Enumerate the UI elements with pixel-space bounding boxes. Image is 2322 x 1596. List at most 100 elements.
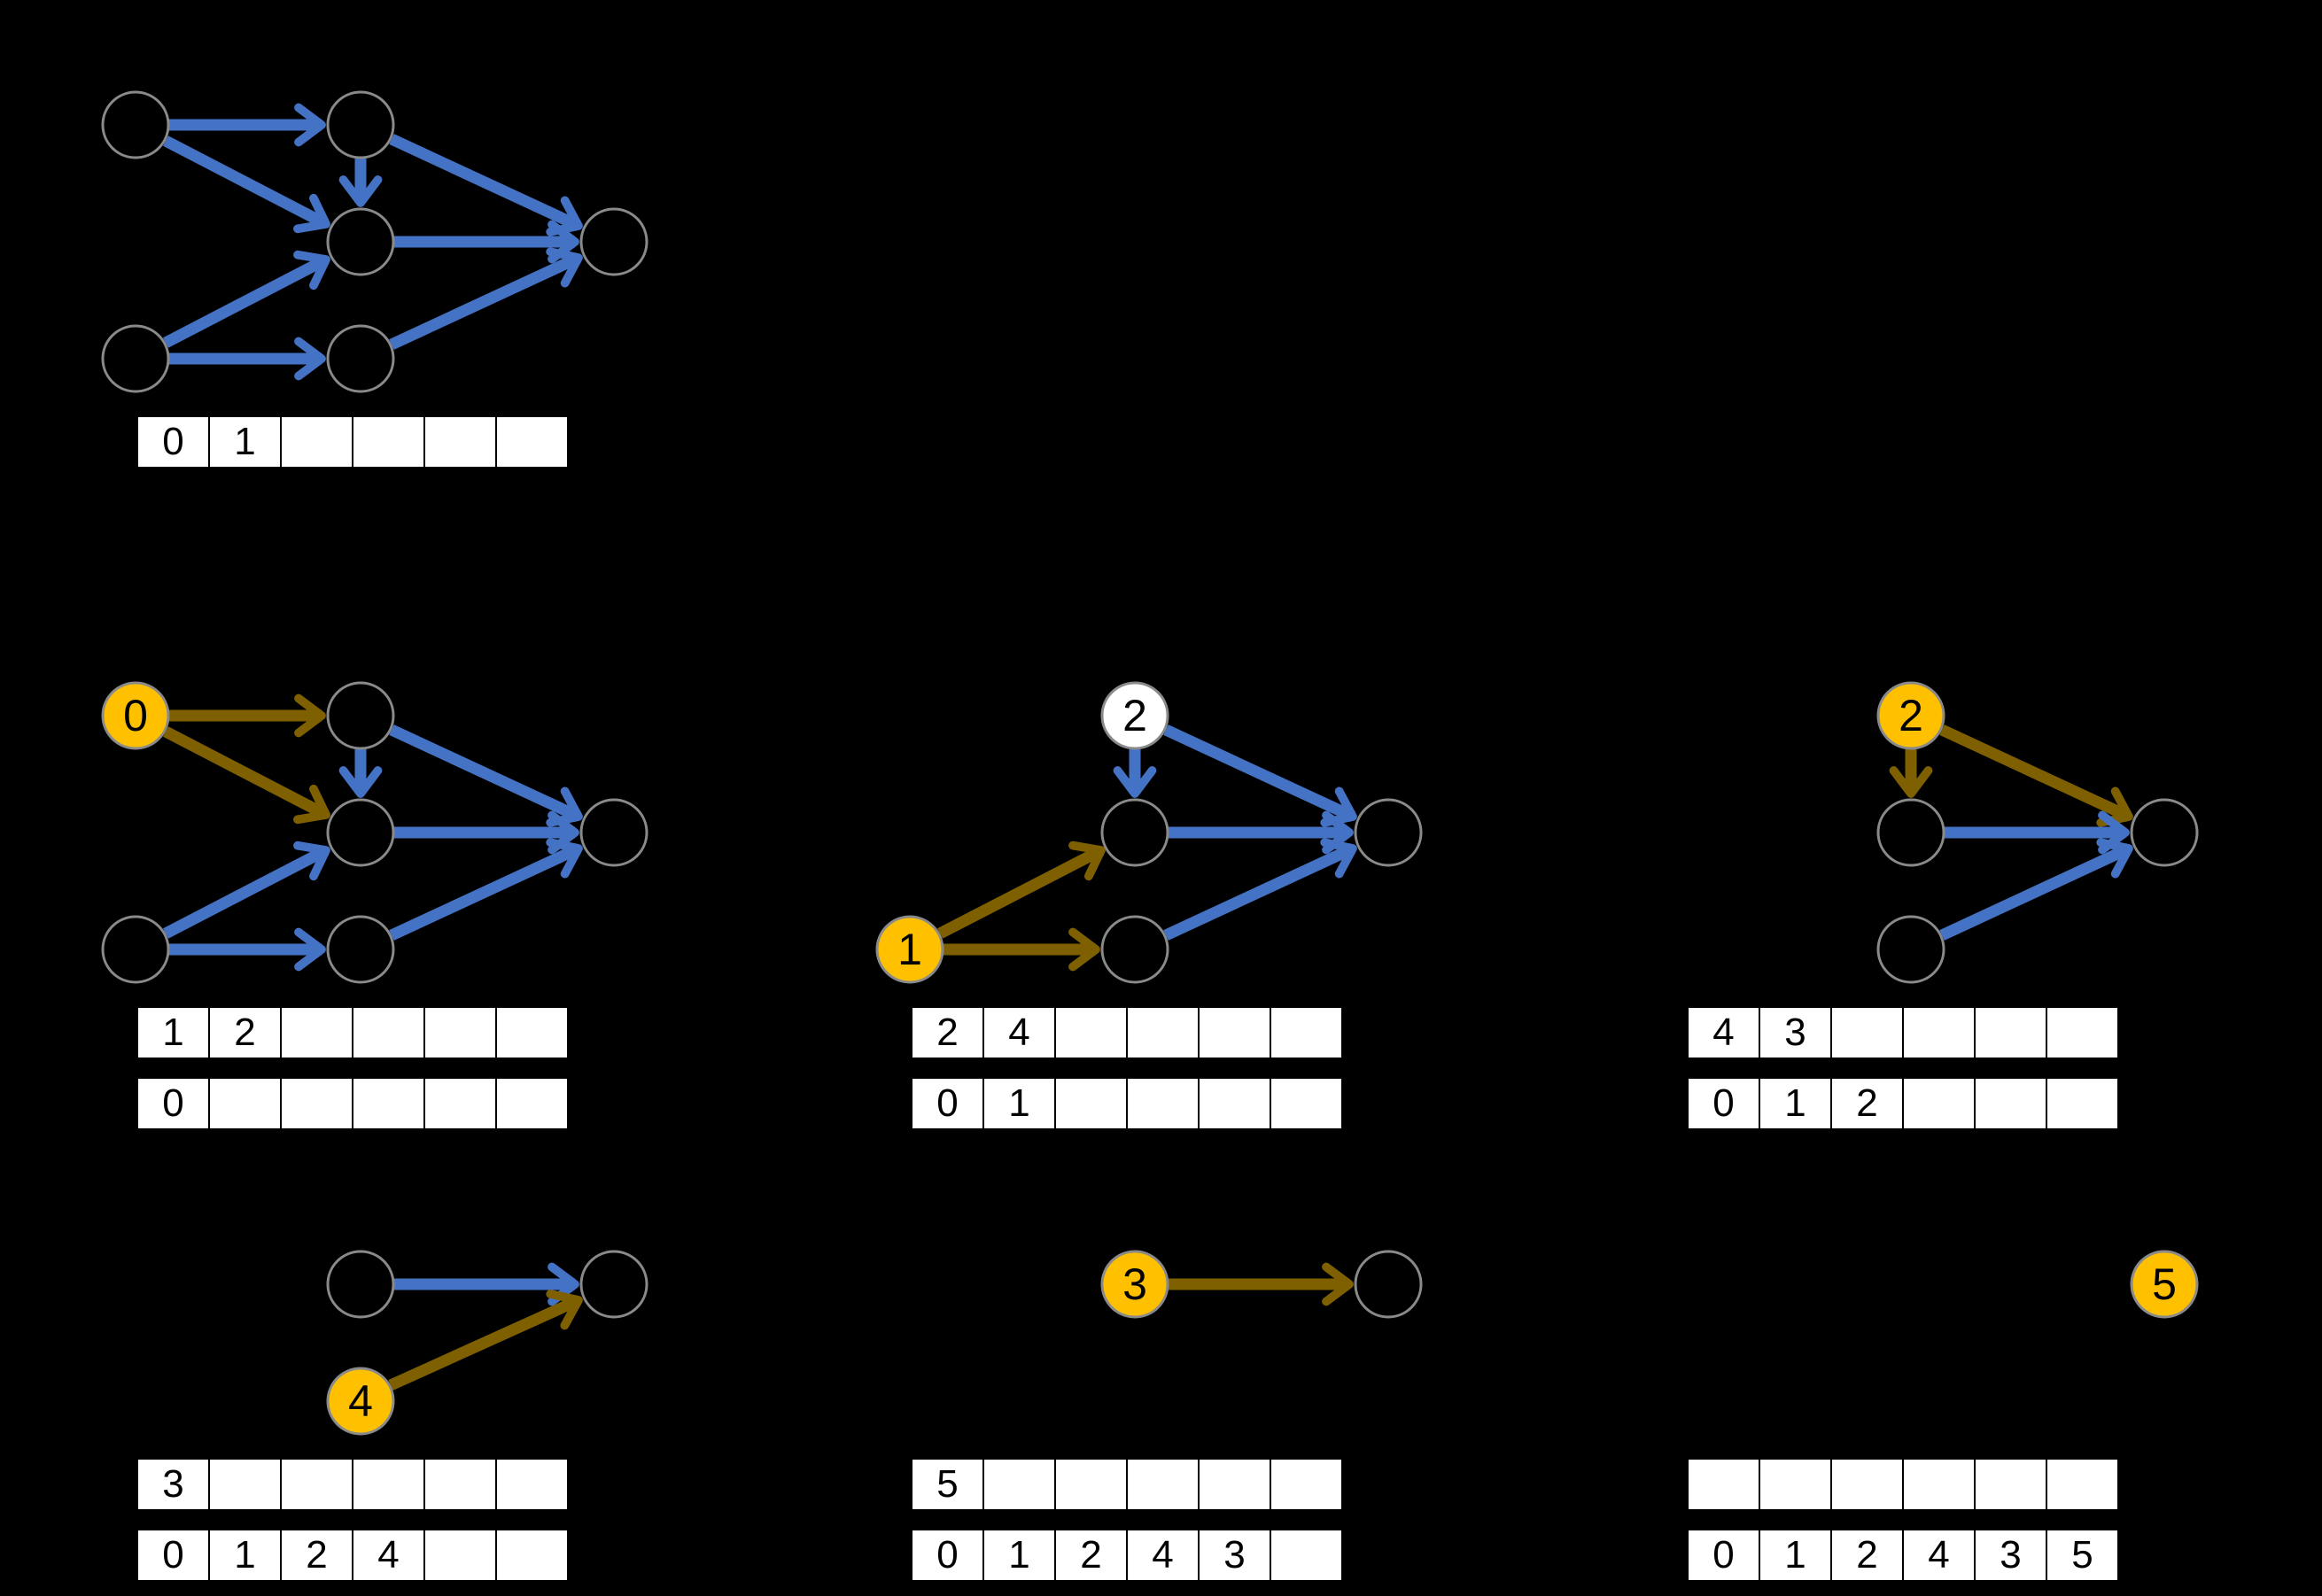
result-cell: 1 [1759, 1529, 1832, 1582]
result-cell: 1 [208, 1529, 282, 1582]
edge-0-to-3 [163, 726, 330, 825]
node-3 [326, 207, 395, 276]
panel-2-process-node-0: 0 [101, 681, 648, 984]
p6-result-table: 0 1 2 4 3 [911, 1529, 1343, 1582]
queue-cell [280, 415, 353, 469]
result-cell [1974, 1077, 2047, 1130]
queue-cell: 4 [1687, 1006, 1760, 1059]
queue-cell [1270, 1006, 1343, 1059]
edge-1-to-3 [163, 841, 330, 939]
node-2-active [1876, 681, 1945, 750]
node-3 [1876, 798, 1945, 867]
result-cell [1902, 1077, 1976, 1130]
result-cell: 0 [1687, 1529, 1760, 1582]
result-cell: 0 [911, 1529, 984, 1582]
node-5 [579, 798, 648, 867]
queue-cell [1759, 1458, 1832, 1511]
result-cell: 5 [2046, 1529, 2119, 1582]
result-cell: 1 [982, 1529, 1056, 1582]
queue-cell [1974, 1458, 2047, 1511]
queue-cell [1902, 1458, 1976, 1511]
p4-result-table: 0 1 2 [1687, 1077, 2119, 1130]
panel-6-process-node-3: 3 [1100, 1250, 1423, 1319]
result-cell [1054, 1077, 1128, 1130]
node-5-label: 5 [2152, 1259, 2177, 1309]
node-5 [579, 1250, 648, 1319]
node-4-label: 4 [348, 1376, 373, 1426]
node-5 [1354, 1250, 1423, 1319]
result-cell [1270, 1077, 1343, 1130]
edge-2-to-5 [1939, 724, 2133, 827]
edge-4-to-5 [1163, 838, 1357, 941]
queue-cell [1054, 1006, 1128, 1059]
queue-cell [1687, 1458, 1760, 1511]
p3-queue-table: 2 4 [911, 1006, 1343, 1059]
queue-cell: 3 [136, 1458, 210, 1511]
p1-queue-table: 0 1 [136, 415, 569, 469]
node-2-label: 2 [1122, 691, 1147, 740]
result-cell [1270, 1529, 1343, 1582]
queue-cell [1126, 1006, 1200, 1059]
result-cell [1198, 1077, 1271, 1130]
edge-4-to-5 [388, 1290, 583, 1391]
edge-0-to-3 [163, 136, 330, 234]
node-1-active [875, 915, 944, 984]
p5-queue-table: 3 [136, 1458, 569, 1511]
edge-1-to-3 [937, 841, 1106, 939]
result-cell: 0 [911, 1077, 984, 1130]
node-3 [1100, 798, 1169, 867]
result-cell: 0 [136, 1077, 210, 1130]
queue-cell [1198, 1006, 1271, 1059]
queue-cell [1270, 1458, 1343, 1511]
p2-queue-table: 1 2 [136, 1006, 569, 1059]
queue-cell [495, 1006, 569, 1059]
result-cell: 0 [1687, 1077, 1760, 1130]
result-cell: 4 [352, 1529, 425, 1582]
result-cell: 1 [982, 1077, 1056, 1130]
queue-cell [1974, 1006, 2047, 1059]
queue-cell: 1 [136, 1006, 210, 1059]
queue-cell: 5 [911, 1458, 984, 1511]
p7-result-table: 0 1 2 4 3 5 [1687, 1529, 2119, 1582]
node-1 [101, 324, 170, 393]
panel-5-process-node-4: 4 [326, 1250, 648, 1436]
result-cell: 4 [1126, 1529, 1200, 1582]
queue-cell [423, 1458, 497, 1511]
node-2-label: 2 [1899, 691, 1923, 740]
panel-3-process-node-1: 2 1 [875, 681, 1423, 984]
result-cell: 2 [280, 1529, 353, 1582]
node-4 [326, 324, 395, 393]
queue-cell [423, 1006, 497, 1059]
edge-2-to-5 [389, 724, 583, 827]
node-5 [579, 207, 648, 276]
result-cell [2046, 1077, 2119, 1130]
queue-cell [1054, 1458, 1128, 1511]
panel-1-initial-graph [101, 90, 648, 393]
p4-queue-table: 4 3 [1687, 1006, 2119, 1059]
queue-cell: 3 [1759, 1006, 1832, 1059]
queue-cell [423, 415, 497, 469]
node-2 [326, 681, 395, 750]
queue-cell [1126, 1458, 1200, 1511]
edge-4-to-5 [389, 247, 583, 350]
result-cell [495, 1529, 569, 1582]
result-cell [280, 1077, 353, 1130]
node-5 [2130, 798, 2199, 867]
panel-4-process-node-2: 2 [1876, 681, 2199, 984]
node-5 [1354, 798, 1423, 867]
queue-cell [495, 1458, 569, 1511]
queue-cell: 2 [911, 1006, 984, 1059]
queue-cell [280, 1006, 353, 1059]
result-cell: 2 [1830, 1077, 1904, 1130]
queue-cell: 1 [208, 415, 282, 469]
result-cell: 2 [1054, 1529, 1128, 1582]
result-cell [208, 1077, 282, 1130]
node-1-label: 1 [897, 925, 922, 974]
p2-result-table: 0 [136, 1077, 569, 1130]
result-cell: 3 [1974, 1529, 2047, 1582]
result-cell [423, 1529, 497, 1582]
node-4-active [326, 1367, 395, 1436]
result-cell [495, 1077, 569, 1130]
